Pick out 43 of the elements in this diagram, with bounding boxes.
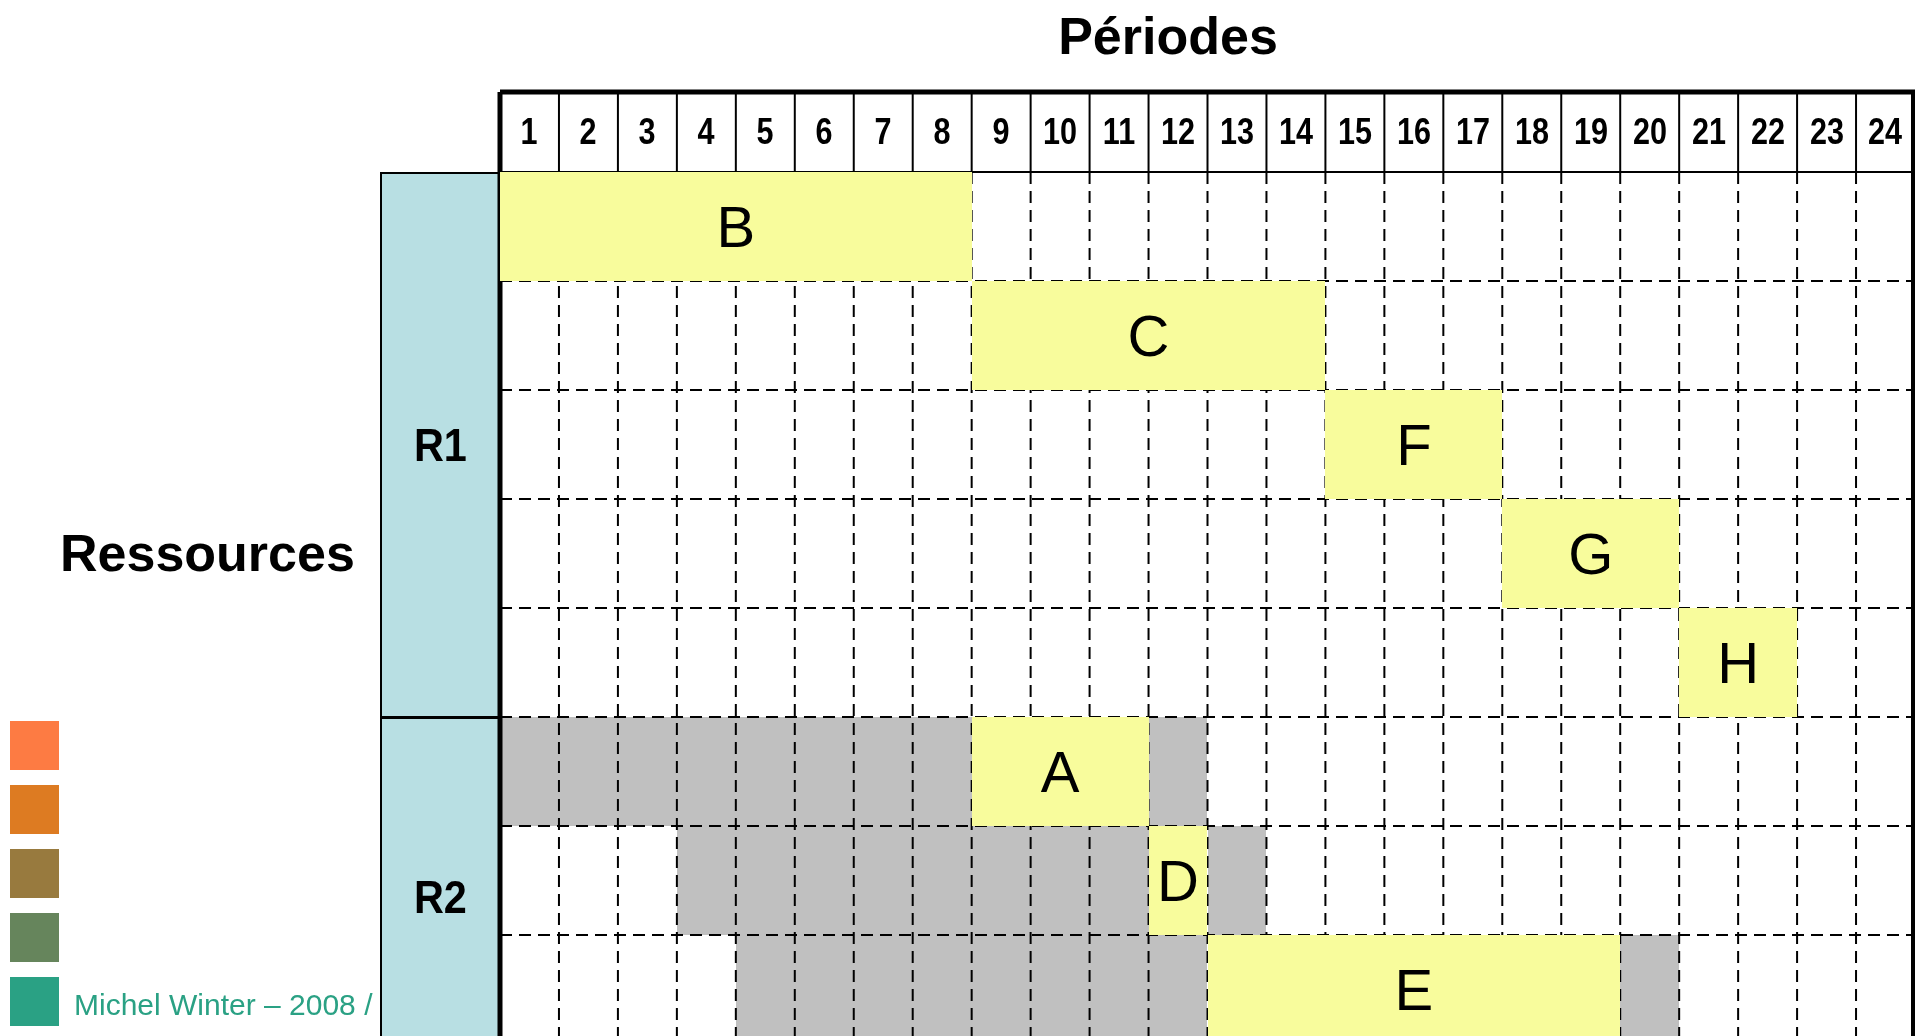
period-number: 14 [1277, 110, 1314, 154]
task-bar: D [1148, 826, 1208, 935]
period-number: 15 [1336, 110, 1373, 154]
task-bar: G [1502, 499, 1680, 608]
period-number: 2 [578, 110, 598, 154]
task-bar: E [1207, 935, 1621, 1036]
task-bar: F [1325, 390, 1503, 499]
period-number: 24 [1867, 110, 1904, 154]
period-number: 18 [1513, 110, 1550, 154]
resource-band: R1 [380, 172, 501, 718]
period-number: 5 [755, 110, 775, 154]
task-bar: B [500, 172, 972, 281]
author-credit: Michel Winter – 2008 / [74, 988, 373, 1022]
period-number: 12 [1160, 110, 1197, 154]
task-bar: C [971, 281, 1326, 390]
period-number: 9 [991, 110, 1011, 154]
task-bar: A [971, 717, 1149, 826]
period-number: 10 [1042, 110, 1079, 154]
period-number: 6 [814, 110, 834, 154]
period-number: 19 [1572, 110, 1609, 154]
period-number: 17 [1454, 110, 1491, 154]
occupied-bar [676, 826, 1149, 935]
period-number: 13 [1218, 110, 1255, 154]
period-number: 4 [696, 110, 716, 154]
period-number: 16 [1395, 110, 1432, 154]
period-number: 11 [1101, 110, 1137, 154]
period-number: 22 [1749, 110, 1786, 154]
period-number: 21 [1690, 110, 1727, 154]
occupied-bar [1620, 935, 1680, 1036]
axis-title: Périodes [1057, 6, 1279, 66]
occupied-bar [735, 935, 1208, 1036]
period-number: 8 [932, 110, 952, 154]
occupied-bar [1148, 717, 1208, 826]
task-bar: H [1679, 608, 1798, 717]
occupied-bar [1207, 826, 1267, 935]
period-number: 3 [637, 110, 657, 154]
period-number: 20 [1631, 110, 1668, 154]
period-number: 7 [873, 110, 893, 154]
resource-band: R2 [380, 717, 501, 1036]
occupied-bar [500, 717, 972, 826]
period-number: 1 [519, 110, 539, 154]
axis-title: Ressources [60, 523, 355, 583]
period-number: 23 [1808, 110, 1845, 154]
